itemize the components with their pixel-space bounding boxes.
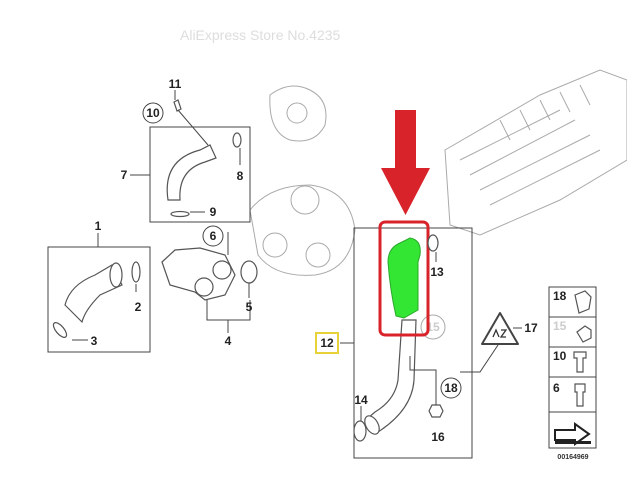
turbocharger-lower-drawing (249, 184, 356, 276)
seal-8 (232, 132, 242, 148)
svg-text:15: 15 (426, 320, 440, 334)
watermark: AliExpress Store No.4235 (180, 27, 341, 43)
callout-1: 1 (95, 219, 102, 233)
turbocharger-upper-drawing (269, 85, 327, 142)
ring-3 (52, 322, 68, 338)
diagram-number: 00164969 (557, 454, 588, 461)
highlighted-hose-part (387, 237, 421, 319)
bracket-icon (574, 290, 592, 314)
arrow-symbol-icon (554, 422, 591, 446)
red-pointer-arrow (381, 110, 430, 215)
callout-14: 14 (354, 393, 368, 407)
callout-4: 4 (225, 334, 232, 348)
warning-label-17 (481, 312, 519, 345)
clip-11 (173, 99, 182, 112)
clip-nut-icon (576, 325, 592, 343)
ring-14 (353, 420, 367, 442)
callout-15: 15 (420, 314, 446, 340)
svg-text:18: 18 (444, 381, 458, 395)
callout-3: 3 (91, 334, 98, 348)
connector-4 (161, 247, 236, 301)
legend-10: 10 (553, 349, 567, 363)
gasket-9 (170, 210, 190, 218)
svg-text:12: 12 (320, 336, 334, 350)
bolt-icon (573, 351, 587, 373)
parts-legend: 18 15 10 6 (548, 286, 597, 449)
screw-icon (574, 383, 586, 407)
callout-8: 8 (237, 169, 244, 183)
legend-18: 18 (553, 289, 567, 303)
callout-16: 16 (431, 430, 445, 444)
pipe-7 (166, 144, 217, 201)
seal-2 (131, 261, 141, 283)
pipe-12-lower (367, 319, 417, 433)
intake-manifold-drawing (444, 69, 627, 236)
highlight-box (378, 220, 430, 337)
hose-1 (64, 264, 123, 324)
svg-text:10: 10 (146, 106, 160, 120)
callout-18: 18 (440, 377, 462, 399)
svg-text:6: 6 (210, 229, 217, 243)
callout-6: 6 (202, 225, 224, 247)
legend-6: 6 (553, 381, 560, 395)
callout-7: 7 (121, 168, 128, 182)
sensor-16 (428, 404, 444, 418)
seal-13 (427, 234, 439, 252)
callout-9: 9 (210, 205, 217, 219)
callout-11: 11 (169, 77, 182, 91)
callout-2: 2 (135, 300, 142, 314)
callout-17: 17 (524, 321, 538, 335)
seal-5 (240, 260, 258, 284)
callout-10: 10 (142, 102, 164, 124)
warning-symbol-icon (492, 328, 508, 338)
callout-12-highlighted: 12 (315, 332, 339, 354)
callout-13: 13 (430, 265, 444, 279)
legend-15: 15 (553, 319, 567, 333)
callout-5: 5 (246, 300, 253, 314)
hose-1-end (109, 262, 123, 288)
actuator-4 (194, 277, 214, 297)
group-1-box (47, 246, 151, 353)
